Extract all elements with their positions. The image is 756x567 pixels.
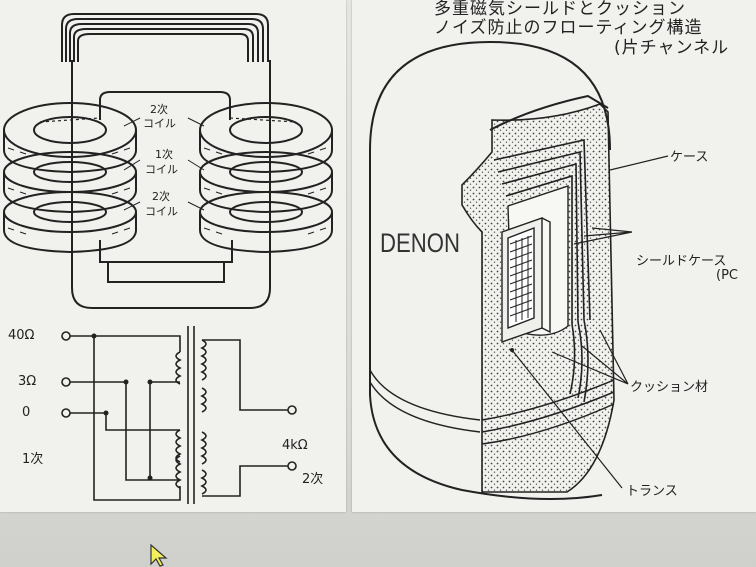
tap-3-ohm: 3Ω bbox=[18, 374, 37, 389]
left-figure-panel: 2次 コイル 1次 コイル 2次 コイル 40Ω 3Ω 0 1次 4kΩ 2次 bbox=[0, 0, 346, 512]
header-line-1: 多重磁気シールドとクッション bbox=[434, 0, 686, 19]
left-toroid-stack bbox=[3, 102, 137, 254]
coil-label-2-number: 1次 bbox=[155, 148, 173, 161]
coil-label-1-number: 2次 bbox=[150, 103, 168, 116]
tap-0: 0 bbox=[22, 405, 31, 420]
coil-label-3-number: 2次 bbox=[152, 190, 170, 203]
mouse-cursor-icon bbox=[150, 544, 168, 567]
transformer-circuit bbox=[61, 326, 297, 504]
coil-label-3-text: コイル bbox=[145, 205, 178, 218]
callout-shield-case: シールドケース bbox=[636, 254, 727, 269]
callout-case: ケース bbox=[670, 150, 709, 165]
coil-label-2-text: コイル bbox=[145, 163, 178, 176]
header-line-3: (片チャンネル bbox=[614, 38, 730, 58]
callout-cushion: クッション材 bbox=[630, 380, 709, 395]
callout-shield-case-note: (PC bbox=[716, 268, 738, 283]
right-figure-panel: 多重磁気シールドとクッション ノイズ防止のフローティング構造 (片チャンネル D… bbox=[352, 0, 756, 512]
tap-40-ohm: 40Ω bbox=[8, 328, 35, 343]
denon-logo: DENON bbox=[380, 228, 460, 258]
coil-label-1-text: コイル bbox=[143, 117, 176, 130]
header-line-2: ノイズ防止のフローティング構造 bbox=[434, 18, 703, 38]
coil-and-circuit-drawing bbox=[3, 13, 333, 504]
primary-label: 1次 bbox=[22, 452, 44, 467]
callout-transformer: トランス bbox=[626, 484, 678, 499]
cutaway-drawing bbox=[369, 40, 669, 500]
right-toroid-stack bbox=[199, 102, 333, 254]
secondary-label: 2次 bbox=[302, 472, 324, 487]
secondary-impedance: 4kΩ bbox=[282, 438, 308, 453]
